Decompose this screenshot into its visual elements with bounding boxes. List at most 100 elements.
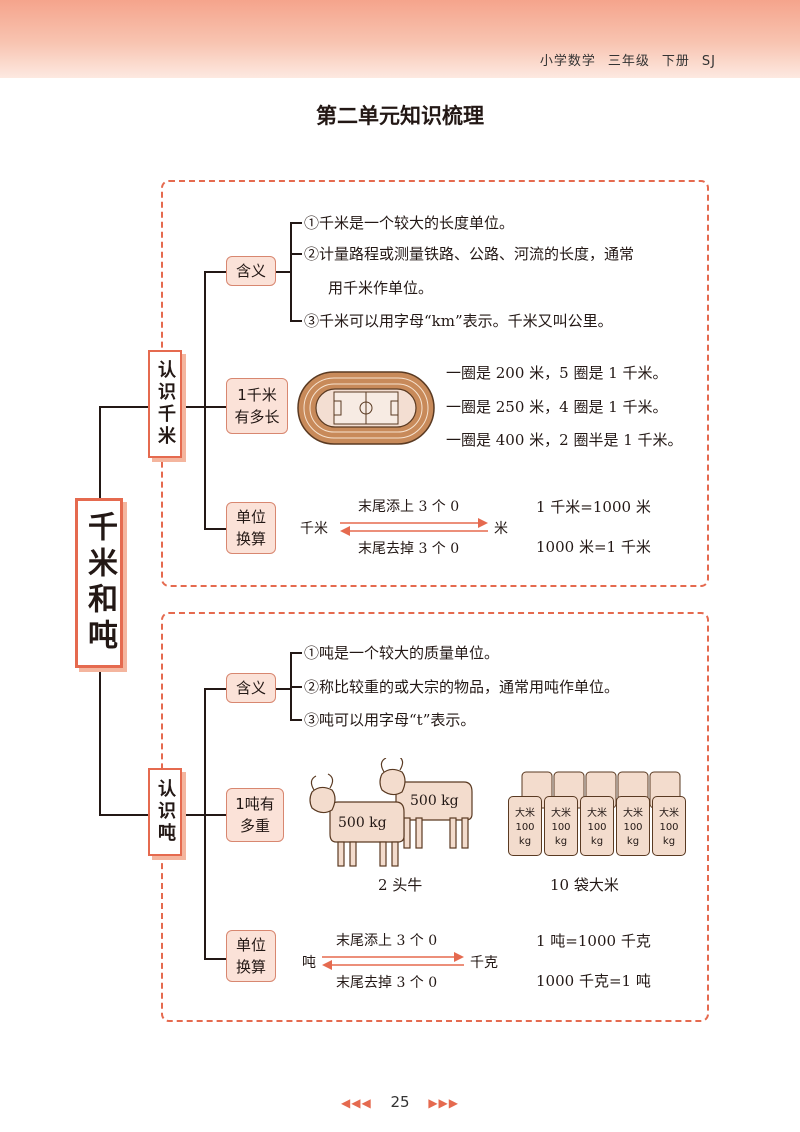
rice-bag: 大米 100 kg [508,796,542,856]
connector-to-km [99,406,148,408]
ton-conv-equation-1: 1 吨=1000 千克 [536,932,651,950]
ton-topic-box: 认识吨 [148,768,182,856]
km-conversion-label: 单位 换算 [226,502,276,554]
header-subject: 小学数学 [539,54,596,69]
km-length-label-line2: 有多长 [234,408,280,426]
km-conv-right-unit: 米 [494,521,508,537]
connector-to-ton [99,814,148,816]
km-length-fact-2: 一圈是 250 米，4 圈是 1 千米。 [446,398,668,416]
ton-conv-equation-2: 1000 千克=1 吨 [536,972,651,990]
ton-branch-weight [204,814,226,816]
cows-illustration [309,758,473,867]
rice-bag-weight: 100 kg [587,822,607,847]
ton-conversion-label-line2: 换算 [235,958,266,976]
km-meaning-item-2-cont: 用千米作单位。 [328,279,434,297]
cow-back [379,758,473,849]
ton-weight-label: 1吨有 多重 [226,788,284,842]
cow-front [309,773,405,867]
connector-main-up [99,406,101,498]
km-length-fact-3: 一圈是 400 米，2 圈半是 1 千米。 [446,431,683,449]
header-grade: 三年级 [607,54,650,69]
prev-arrows: ◀◀◀ [340,1096,372,1110]
km-length-label: 1千米 有多长 [226,378,288,434]
km-branch-meaning [204,271,226,273]
ton-meaning-stub [276,688,290,690]
ton-weight-label-line1: 1吨有 [235,795,275,813]
rice-bag-text: 大米 [623,808,643,819]
km-conv-left-unit: 千米 [300,521,328,537]
ton-branch-meaning [204,688,226,690]
header-edition: SJ [701,54,716,69]
ton-meaning-tick1 [290,652,302,654]
ton-branch-stub [182,814,204,816]
km-topic-box: 认识千米 [148,350,182,458]
km-meaning-tick3 [290,320,302,322]
header-volume: 下册 [661,54,690,69]
rice-bag-weight: 100 kg [515,822,535,847]
ton-meaning-tick3 [290,719,302,721]
rice-caption: 10 袋大米 [550,876,619,894]
main-topic-box: 千米和吨 [75,498,123,668]
ton-meaning-tick2 [290,686,302,688]
rice-bag: 大米 100 kg [616,796,650,856]
ton-weight-label-line2: 多重 [239,817,270,835]
ton-conv-bottom-rule: 末尾去掉 3 个 0 [336,975,438,991]
km-meaning-item-1: ①千米是一个较大的长度单位。 [304,214,515,232]
ton-branch-vertical [204,688,206,958]
rice-bag-weight: 100 kg [551,822,571,847]
connector-main-down [99,668,101,814]
km-conv-top-rule: 末尾添上 3 个 0 [358,499,460,515]
km-length-label-line1: 1千米 [237,386,277,404]
top-banner [0,0,800,78]
rice-bags-illustration: 大米 100 kg 大米 100 kg 大米 100 kg 大米 100 kg … [508,770,690,862]
ton-meaning-item-2: ②称比较重的或大宗的物品，通常用吨作单位。 [304,678,620,696]
km-meaning-label-text: 含义 [235,262,266,280]
rice-bags-front-row: 大米 100 kg 大米 100 kg 大米 100 kg 大米 100 kg … [508,796,690,858]
ton-conv-right-unit: 千克 [470,955,498,971]
ton-meaning-label: 含义 [226,673,276,703]
ton-conv-left-unit: 吨 [302,955,316,971]
km-conversion-arrows [340,518,488,536]
km-meaning-tick1 [290,222,302,224]
page-footer: ◀◀◀ 25 ▶▶▶ [0,1093,800,1111]
km-branch-stub [182,406,204,408]
ton-meaning-item-1: ①吨是一个较大的质量单位。 [304,644,500,662]
next-arrows: ▶▶▶ [428,1096,460,1110]
page-number: 25 [390,1093,410,1111]
km-meaning-item-2: ②计量路程或测量铁路、公路、河流的长度，通常 [304,245,635,263]
rice-bag-weight: 100 kg [659,822,679,847]
ton-conversion-arrows [322,952,464,970]
running-track-illustration [297,371,435,445]
rice-bag: 大米 100 kg [652,796,686,856]
km-conversion-label-line1: 单位 [235,508,266,526]
km-conversion-label-line2: 换算 [235,530,266,548]
km-meaning-bracket [290,222,292,321]
ton-conversion-label: 单位 换算 [226,930,276,982]
header-info: 小学数学三年级下册 SJ [528,50,716,69]
rice-bag-text: 大米 [515,808,535,819]
km-meaning-label: 含义 [226,256,276,286]
km-conv-bottom-rule: 末尾去掉 3 个 0 [358,541,460,557]
km-conv-equation-1: 1 千米=1000 米 [536,498,651,516]
ton-meaning-item-3: ③吨可以用字母“t”表示。 [304,711,476,729]
km-meaning-item-3: ③千米可以用字母“km”表示。千米又叫公里。 [304,312,613,330]
rice-bag-text: 大米 [587,808,607,819]
ton-branch-conversion [204,958,226,960]
km-meaning-stub [276,271,290,273]
rice-bag-text: 大米 [551,808,571,819]
km-branch-conversion [204,528,226,530]
cow-weight-label-front: 500 kg [338,815,387,831]
km-branch-vertical [204,271,206,528]
km-length-fact-1: 一圈是 200 米，5 圈是 1 千米。 [446,364,668,382]
ton-conv-top-rule: 末尾添上 3 个 0 [336,933,438,949]
page-title: 第二单元知识梳理 [316,104,484,128]
ton-meaning-label-text: 含义 [235,679,266,697]
cows-caption: 2 头牛 [378,876,423,894]
km-conv-equation-2: 1000 米=1 千米 [536,538,651,556]
km-branch-length [204,406,226,408]
rice-bag: 大米 100 kg [580,796,614,856]
rice-bag: 大米 100 kg [544,796,578,856]
rice-bag-text: 大米 [659,808,679,819]
cow-weight-label-back: 500 kg [410,793,459,809]
rice-bag-weight: 100 kg [623,822,643,847]
